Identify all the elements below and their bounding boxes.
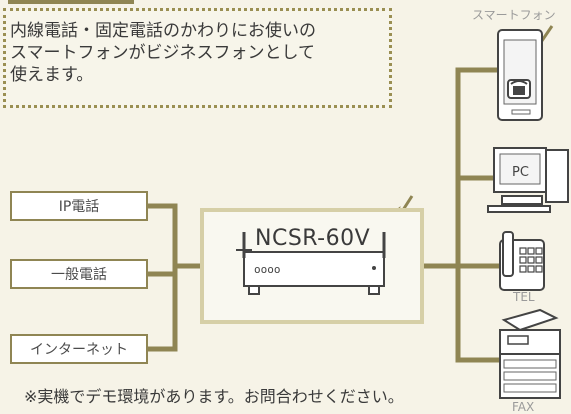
pc-label: PC — [512, 165, 529, 180]
router-model-label: NCSR-60V — [255, 226, 371, 251]
router-device-icon-overlay — [236, 232, 386, 295]
smartphone-icon — [497, 29, 543, 121]
description-callout — [3, 8, 392, 108]
smartphone-label: スマートフォン — [472, 8, 556, 22]
line-internet — [145, 263, 178, 352]
internet-label: インターネット — [30, 342, 128, 358]
fax-icon — [499, 308, 561, 399]
general-phone-box: 一般電話 — [10, 259, 148, 289]
router-ports: oooo — [254, 263, 281, 276]
fax-label: FAX — [512, 400, 535, 414]
ip-phone-label: IP電話 — [58, 199, 100, 215]
general-phone-label: 一般電話 — [51, 267, 107, 283]
tel-label: TEL — [513, 290, 535, 304]
pc-icon — [487, 147, 569, 213]
callout-header-tab — [8, 0, 134, 4]
ip-phone-box: IP電話 — [10, 191, 148, 221]
internet-box: インターネット — [10, 334, 148, 364]
line-ip — [145, 203, 178, 269]
telephone-icon — [499, 231, 545, 291]
footnote: ※実機でデモ環境があります。お問合わせください。 — [24, 387, 404, 406]
description-text: 内線電話・固定電話のかわりにお使いの スマートフォンがビジネスフォンとして 使え… — [10, 21, 316, 85]
